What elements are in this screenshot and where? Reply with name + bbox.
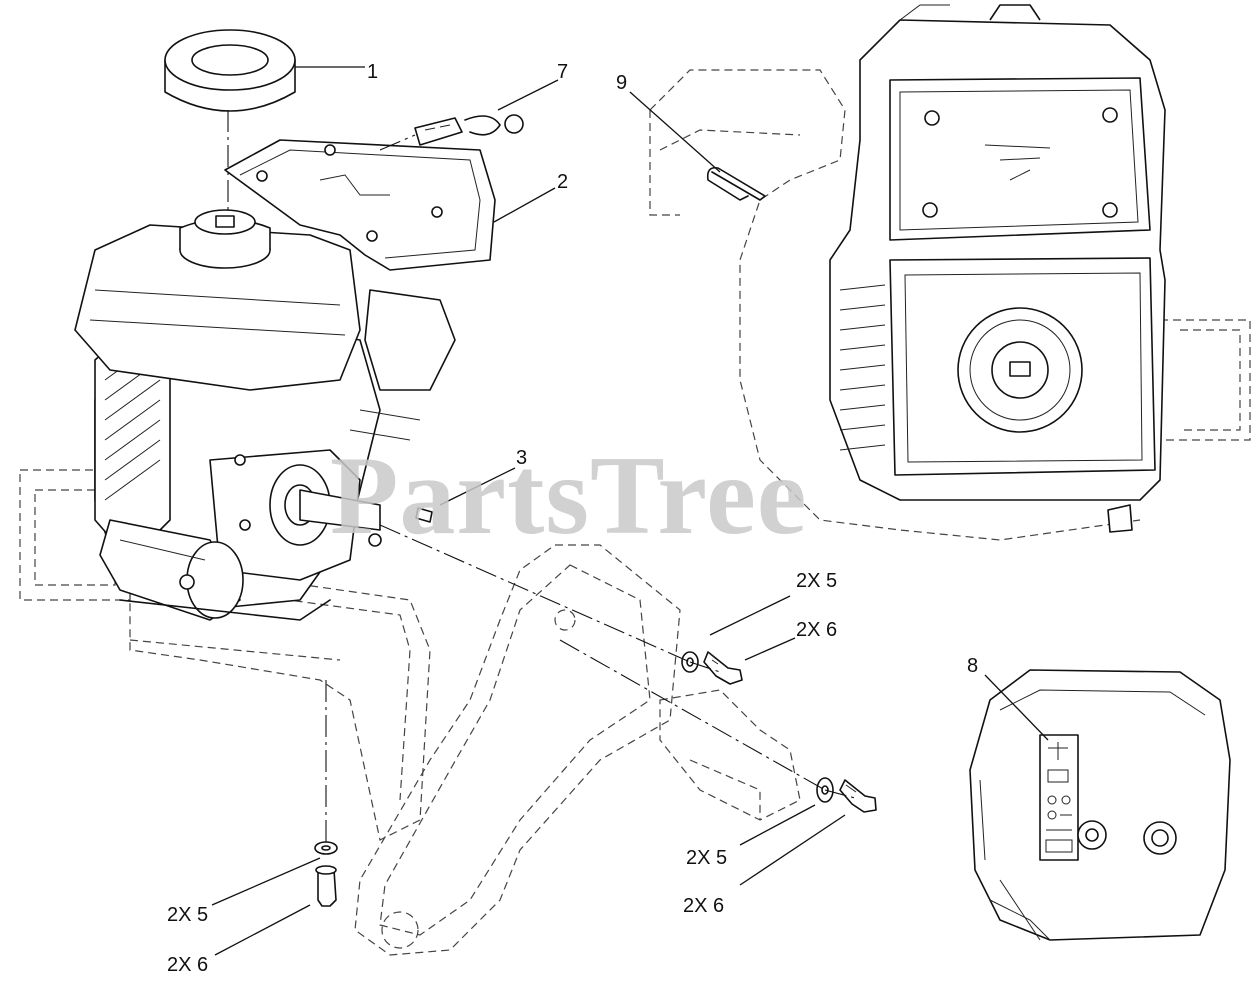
engine-detail-view	[649, 4, 1251, 541]
washer-5-left	[314, 841, 338, 855]
callout-2x5-left: 2X 5	[167, 904, 209, 926]
fuel-cap	[179, 209, 271, 269]
leader-lines	[211, 66, 1049, 956]
clip-pin-part-9	[706, 166, 766, 201]
callout-2x6-lower-right: 2X 6	[683, 895, 725, 917]
callout-2x5-lower-right: 2X 5	[686, 847, 728, 869]
control-decal-part-8	[1039, 734, 1079, 861]
assembly-centerlines	[227, 110, 856, 845]
callout-2x6-upper-right: 2X 6	[796, 619, 838, 641]
bolt-6-left	[315, 865, 337, 907]
cable-clip-dashed	[659, 689, 801, 821]
decal-detail-view	[969, 669, 1231, 941]
bolt-6-right-lower	[839, 779, 877, 813]
handle-bracket-dashed	[354, 544, 681, 956]
woodruff-key-part-3	[415, 507, 433, 523]
ignition-key-part-7	[414, 114, 524, 146]
callout-7: 7	[557, 61, 569, 83]
electric-starter	[99, 519, 244, 621]
engine-assembly	[74, 139, 496, 621]
callout-1: 1	[367, 61, 379, 83]
callout-2x5-upper-right: 2X 5	[796, 570, 838, 592]
callout-9: 9	[616, 72, 628, 94]
bolt-6-right-upper	[703, 651, 743, 685]
gasket-ring-part-1	[164, 29, 296, 112]
air-cleaner-cover	[224, 139, 496, 271]
callout-3: 3	[516, 447, 528, 469]
callout-2x6-left: 2X 6	[167, 954, 209, 976]
callout-8: 8	[967, 655, 979, 677]
watermark: PartsTree	[330, 434, 808, 558]
callout-2: 2	[557, 171, 569, 193]
